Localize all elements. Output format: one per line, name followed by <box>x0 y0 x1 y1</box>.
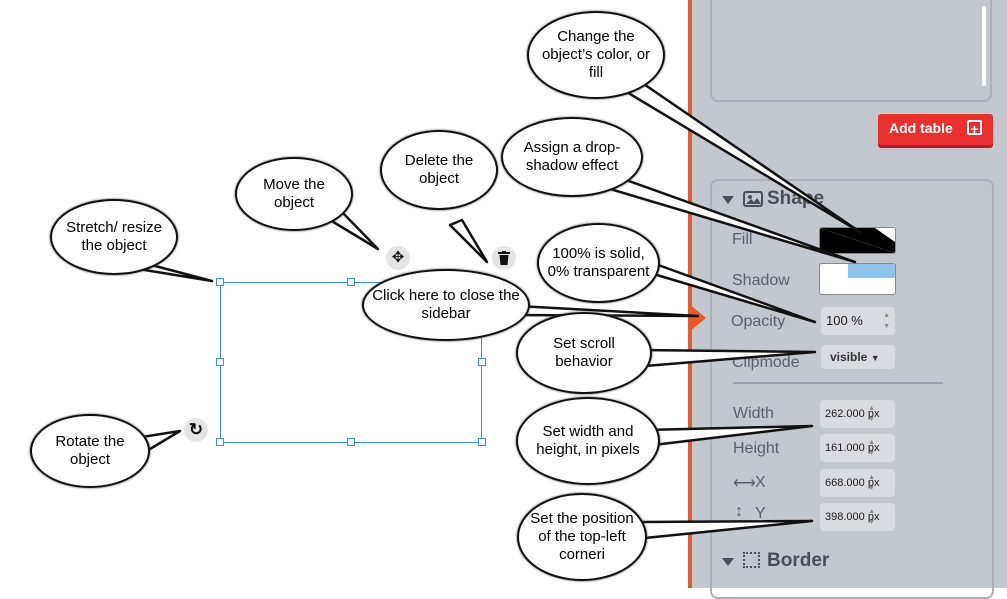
x-unit: px <box>867 477 880 489</box>
resize-handle[interactable] <box>478 358 486 366</box>
spinner-icon[interactable]: ▲▼ <box>868 508 875 526</box>
fill-swatch[interactable] <box>819 227 896 254</box>
shadow-swatch[interactable] <box>819 263 896 295</box>
clipmode-value: visible <box>830 350 868 364</box>
callout-rotate: Rotate the object <box>30 414 150 488</box>
x-label: X <box>755 474 766 491</box>
callout-fill: Change the object’s color, or fill <box>527 11 665 99</box>
horizontal-arrow-icon: ⟷ <box>733 475 756 492</box>
width-input[interactable]: 262.000 px ▲▼ <box>820 400 895 428</box>
y-value: 398.000 <box>825 511 865 523</box>
callout-delete: Delete the object <box>380 130 498 210</box>
y-unit: px <box>867 511 880 523</box>
close-sidebar-tab[interactable] <box>688 303 706 333</box>
resize-handle[interactable] <box>216 438 224 446</box>
panel-scrollbar[interactable] <box>982 6 986 86</box>
add-table-label: Add table <box>889 120 953 136</box>
opacity-value: 100 % <box>826 313 863 328</box>
callout-resize: Stretch/ resize the object <box>50 199 178 275</box>
callout-opacity: 100% is solid, 0% transparent <box>537 223 660 303</box>
delete-pointer <box>448 218 489 264</box>
spinner-icon[interactable]: ▲▼ <box>868 474 875 492</box>
divider <box>733 382 943 384</box>
x-value: 668.000 <box>825 477 865 489</box>
height-value: 161.000 <box>825 442 865 454</box>
resize-handle[interactable] <box>478 438 486 446</box>
trash-icon[interactable] <box>492 246 516 270</box>
shadow-label: Shadow <box>732 272 790 289</box>
rotate-icon[interactable]: ↻ <box>184 418 208 442</box>
scroll-pointer <box>638 348 817 368</box>
x-input[interactable]: 668.000 px ▲▼ <box>820 469 895 497</box>
caret-down-icon: ▼ <box>870 353 880 363</box>
clipmode-select[interactable]: visible ▼ <box>821 345 895 369</box>
plus-icon: + <box>967 120 982 136</box>
height-label: Height <box>733 440 780 457</box>
spinner-icon[interactable]: ▲▼ <box>883 312 890 330</box>
fill-label: Fill <box>732 231 753 248</box>
height-unit: px <box>867 442 880 454</box>
resize-handle[interactable] <box>216 278 224 286</box>
size-pointer <box>643 424 814 448</box>
top-panel <box>710 0 992 102</box>
resize-handle[interactable] <box>347 438 355 446</box>
position-pointer <box>638 519 814 540</box>
callout-close-sidebar: Click here to close the sidebar <box>362 269 530 341</box>
spinner-icon[interactable]: ▲▼ <box>868 439 875 457</box>
image-icon <box>743 191 763 207</box>
resize-handle[interactable] <box>216 358 224 366</box>
border-icon <box>743 552 760 568</box>
callout-scroll: Set scroll behavior <box>516 312 652 394</box>
y-input[interactable]: 398.000 px ▲▼ <box>820 503 895 531</box>
chevron-down-icon[interactable] <box>722 196 734 204</box>
height-input[interactable]: 161.000 px ▲▼ <box>820 434 895 462</box>
opacity-label: Opacity <box>731 313 786 330</box>
chevron-down-icon[interactable] <box>722 558 734 566</box>
opacity-input[interactable]: 100 % ▲▼ <box>821 307 895 335</box>
width-unit: px <box>867 408 880 420</box>
callout-position: Set the position of the top-left corneri <box>517 493 647 581</box>
spinner-icon[interactable]: ▲▼ <box>868 405 875 423</box>
vertical-arrow-icon: ↕ <box>735 503 743 520</box>
add-table-button[interactable]: Add table + <box>878 114 993 145</box>
y-label: Y <box>755 505 766 522</box>
fill-pointer <box>618 76 862 234</box>
move-icon[interactable]: ✥ <box>386 246 410 270</box>
callout-move: Move the object <box>235 157 353 231</box>
callout-size: Set width and height, in pixels <box>516 397 660 485</box>
shape-section-title[interactable]: Shape <box>767 188 825 209</box>
width-value: 262.000 <box>825 408 865 420</box>
sidebar-edge <box>688 0 692 588</box>
resize-handle[interactable] <box>347 278 355 286</box>
border-section-title[interactable]: Border <box>767 550 830 571</box>
width-label: Width <box>733 405 774 422</box>
callout-shadow: Assign a drop-shadow effect <box>501 117 643 197</box>
